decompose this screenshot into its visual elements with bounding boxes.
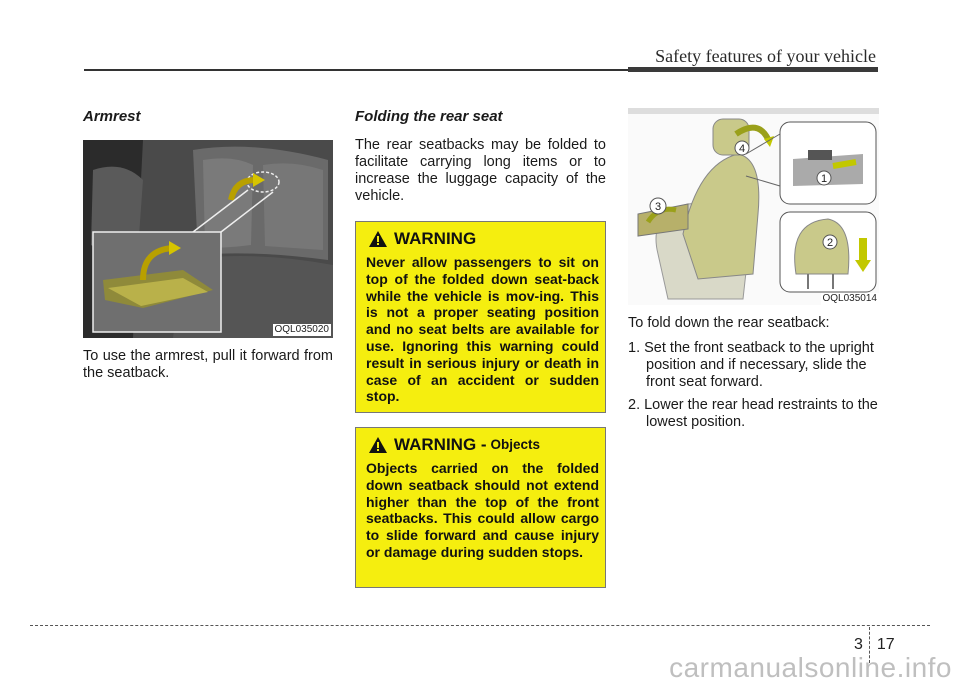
watermark: carmanualsonline.info: [669, 652, 952, 683]
callout-2-label: 2: [827, 237, 833, 249]
page-number: 3 17: [854, 627, 895, 663]
header-accent-bar: [628, 67, 878, 72]
folding-steps-section: 3 4 1 2 OQL035014 To fold down the rear …: [628, 108, 879, 437]
chapter-number: 3: [854, 636, 863, 653]
folding-steps-list: 1. Set the front seatback to the upright…: [628, 340, 879, 431]
armrest-section: Armrest OQL035020 To use the armrest, pu…: [83, 108, 333, 382]
warning-box-objects: WARNING - Objects Objects carried on the…: [355, 427, 606, 588]
warning-text: Never allow passengers to sit on top of …: [366, 254, 599, 405]
rear-seat-figure: 3 4 1 2 OQL035014: [628, 108, 879, 305]
warning-title-row: WARNING: [368, 230, 599, 248]
armrest-figure: OQL035020: [83, 140, 333, 338]
folding-heading: Folding the rear seat: [355, 108, 503, 125]
armrest-illustration: [83, 140, 333, 338]
page-number-value: 17: [876, 636, 895, 653]
warning-title-row: WARNING - Objects: [368, 436, 599, 454]
callout-3: [649, 197, 667, 215]
warning-text: Objects carried on the folded down seatb…: [366, 460, 599, 560]
warning-title: WARNING: [394, 228, 477, 248]
header-title: Safety features of your vehicle: [655, 46, 876, 66]
rear-seat-illustration: 3 4 1 2: [628, 114, 879, 305]
footer-rule: [30, 625, 930, 626]
warning-triangle-icon: [369, 231, 387, 247]
folding-lead: To fold down the rear seatback:: [628, 315, 830, 331]
folding-section: Folding the rear seat The rear seatbacks…: [355, 108, 606, 588]
armrest-heading: Armrest: [83, 108, 141, 125]
header-rule: [84, 69, 628, 71]
folding-intro: The rear seatbacks may be folded to faci…: [355, 137, 606, 204]
list-item: 1. Set the front seatback to the upright…: [628, 340, 874, 390]
seat-figure-code: OQL035014: [820, 293, 879, 305]
warning-triangle-icon: [369, 437, 387, 453]
warning-subtitle: Objects: [490, 436, 541, 452]
armrest-body: To use the armrest, pull it forward from…: [83, 348, 333, 381]
list-item: 2. Lower the rear head restraints to the…: [628, 397, 878, 430]
warning-title: WARNING -: [394, 434, 487, 454]
warning-box-seatback: WARNING Never allow passengers to sit on…: [355, 221, 606, 413]
callout-3-label: 3: [655, 201, 661, 213]
callout-1-label: 1: [821, 173, 827, 185]
callout-4-label: 4: [739, 143, 745, 155]
page-divider: [868, 627, 871, 663]
armrest-figure-code: OQL035020: [272, 324, 331, 336]
